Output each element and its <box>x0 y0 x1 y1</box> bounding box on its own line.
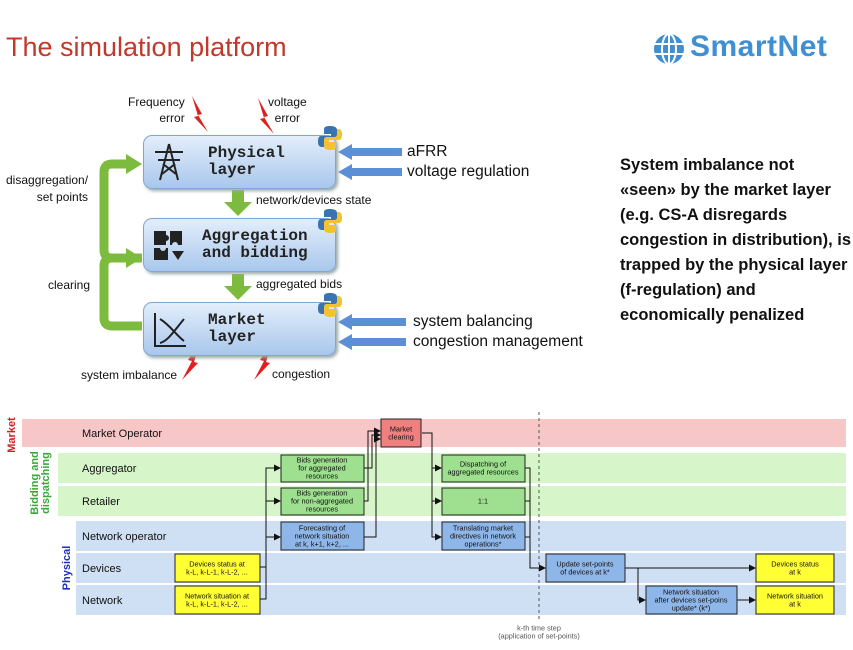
aggregation-layer-box: Aggregation and bidding <box>143 209 342 272</box>
lane-market-operator <box>22 419 846 447</box>
system-imbalance-label: system imbalance <box>81 368 178 382</box>
devices-status-k-box <box>755 553 835 583</box>
physical-layer-box: Physical layer <box>143 126 342 189</box>
aggregation-layer-label: Aggregation and bidding <box>202 227 308 262</box>
clearing-label: clearing <box>48 278 91 292</box>
input-arrow-afrr <box>338 144 402 160</box>
lane-label-devices: Devices <box>82 563 122 575</box>
market-layer-box: Market layer <box>143 293 342 356</box>
supply-demand-curve-icon <box>154 313 186 347</box>
network-devices-state-label: network/devices state <box>256 193 372 207</box>
puzzle-icon <box>154 231 184 260</box>
down-arrow <box>224 274 252 300</box>
clearing-loop-arrow <box>99 253 142 331</box>
loop-arrowhead <box>126 154 142 174</box>
bids-non-aggregated-box <box>280 487 365 516</box>
market-layer-label: Market layer <box>208 311 266 346</box>
one-to-one-box <box>441 487 526 516</box>
network-after-update-box <box>645 585 738 615</box>
lane-label-market-operator: Market Operator <box>82 428 162 440</box>
power-pylon-icon <box>155 143 183 181</box>
voltage-regulation-label: voltage regulation <box>407 163 530 180</box>
congestion-management-label: congestion management <box>413 333 583 350</box>
group-label-market: Market <box>6 417 18 453</box>
group-label-bidding: Bidding anddispatching <box>29 451 52 515</box>
loop-arrowhead <box>126 248 142 268</box>
physical-layer-label: Physical layer <box>208 144 285 179</box>
afrr-label: aFRR <box>407 143 448 160</box>
input-arrow-congestion-management <box>338 334 406 350</box>
devices-status-past-box <box>174 553 261 583</box>
forecasting-box <box>280 521 365 551</box>
frequency-error-label: Frequency error <box>128 95 185 125</box>
python-logo-icon <box>318 126 342 150</box>
dispatching-box <box>441 454 526 483</box>
python-logo-icon <box>318 293 342 317</box>
system-balancing-label: system balancing <box>413 313 533 330</box>
system-imbalance-note: System imbalance not «seen» by the marke… <box>620 156 851 324</box>
python-logo-icon <box>318 209 342 233</box>
input-arrow-system-balancing <box>338 314 406 330</box>
disaggregation-label: disaggregation/ set points <box>6 173 89 204</box>
voltage-error-label: voltage error <box>268 95 307 125</box>
aggregated-bids-label: aggregated bids <box>256 277 343 291</box>
group-label-physical: Physical <box>61 546 73 591</box>
disaggregation-loop-arrow <box>99 159 142 263</box>
globe-icon <box>654 33 684 65</box>
lightning-bolt-icon <box>258 98 274 134</box>
page-title: The simulation platform <box>6 32 287 62</box>
simulation-flow-diagram: Market Bidding anddispatching Physical M… <box>6 412 846 641</box>
one-to-one-text: 1:1 <box>478 497 488 506</box>
congestion-label: congestion <box>272 367 331 381</box>
lane-label-network-operator: Network operator <box>82 531 167 543</box>
lane-label-aggregator: Aggregator <box>82 463 137 475</box>
lane-label-network: Network <box>82 595 123 607</box>
translating-box <box>441 521 526 551</box>
logo-text: SmartNet <box>690 30 828 63</box>
smartnet-logo: SmartNet <box>652 30 847 70</box>
market-clearing-box <box>380 418 422 448</box>
timestep-label: k-th time step(application of set-points… <box>498 623 580 640</box>
down-arrow <box>224 190 252 216</box>
lightning-bolt-icon <box>192 96 208 132</box>
update-setpoints-box <box>545 553 626 583</box>
bids-aggregated-box <box>280 454 365 483</box>
input-arrow-voltage-regulation <box>338 164 402 180</box>
layer-architecture-diagram <box>99 96 406 380</box>
lane-label-retailer: Retailer <box>82 496 120 508</box>
network-situation-k-box <box>755 585 835 615</box>
network-situation-past-box <box>174 585 261 615</box>
